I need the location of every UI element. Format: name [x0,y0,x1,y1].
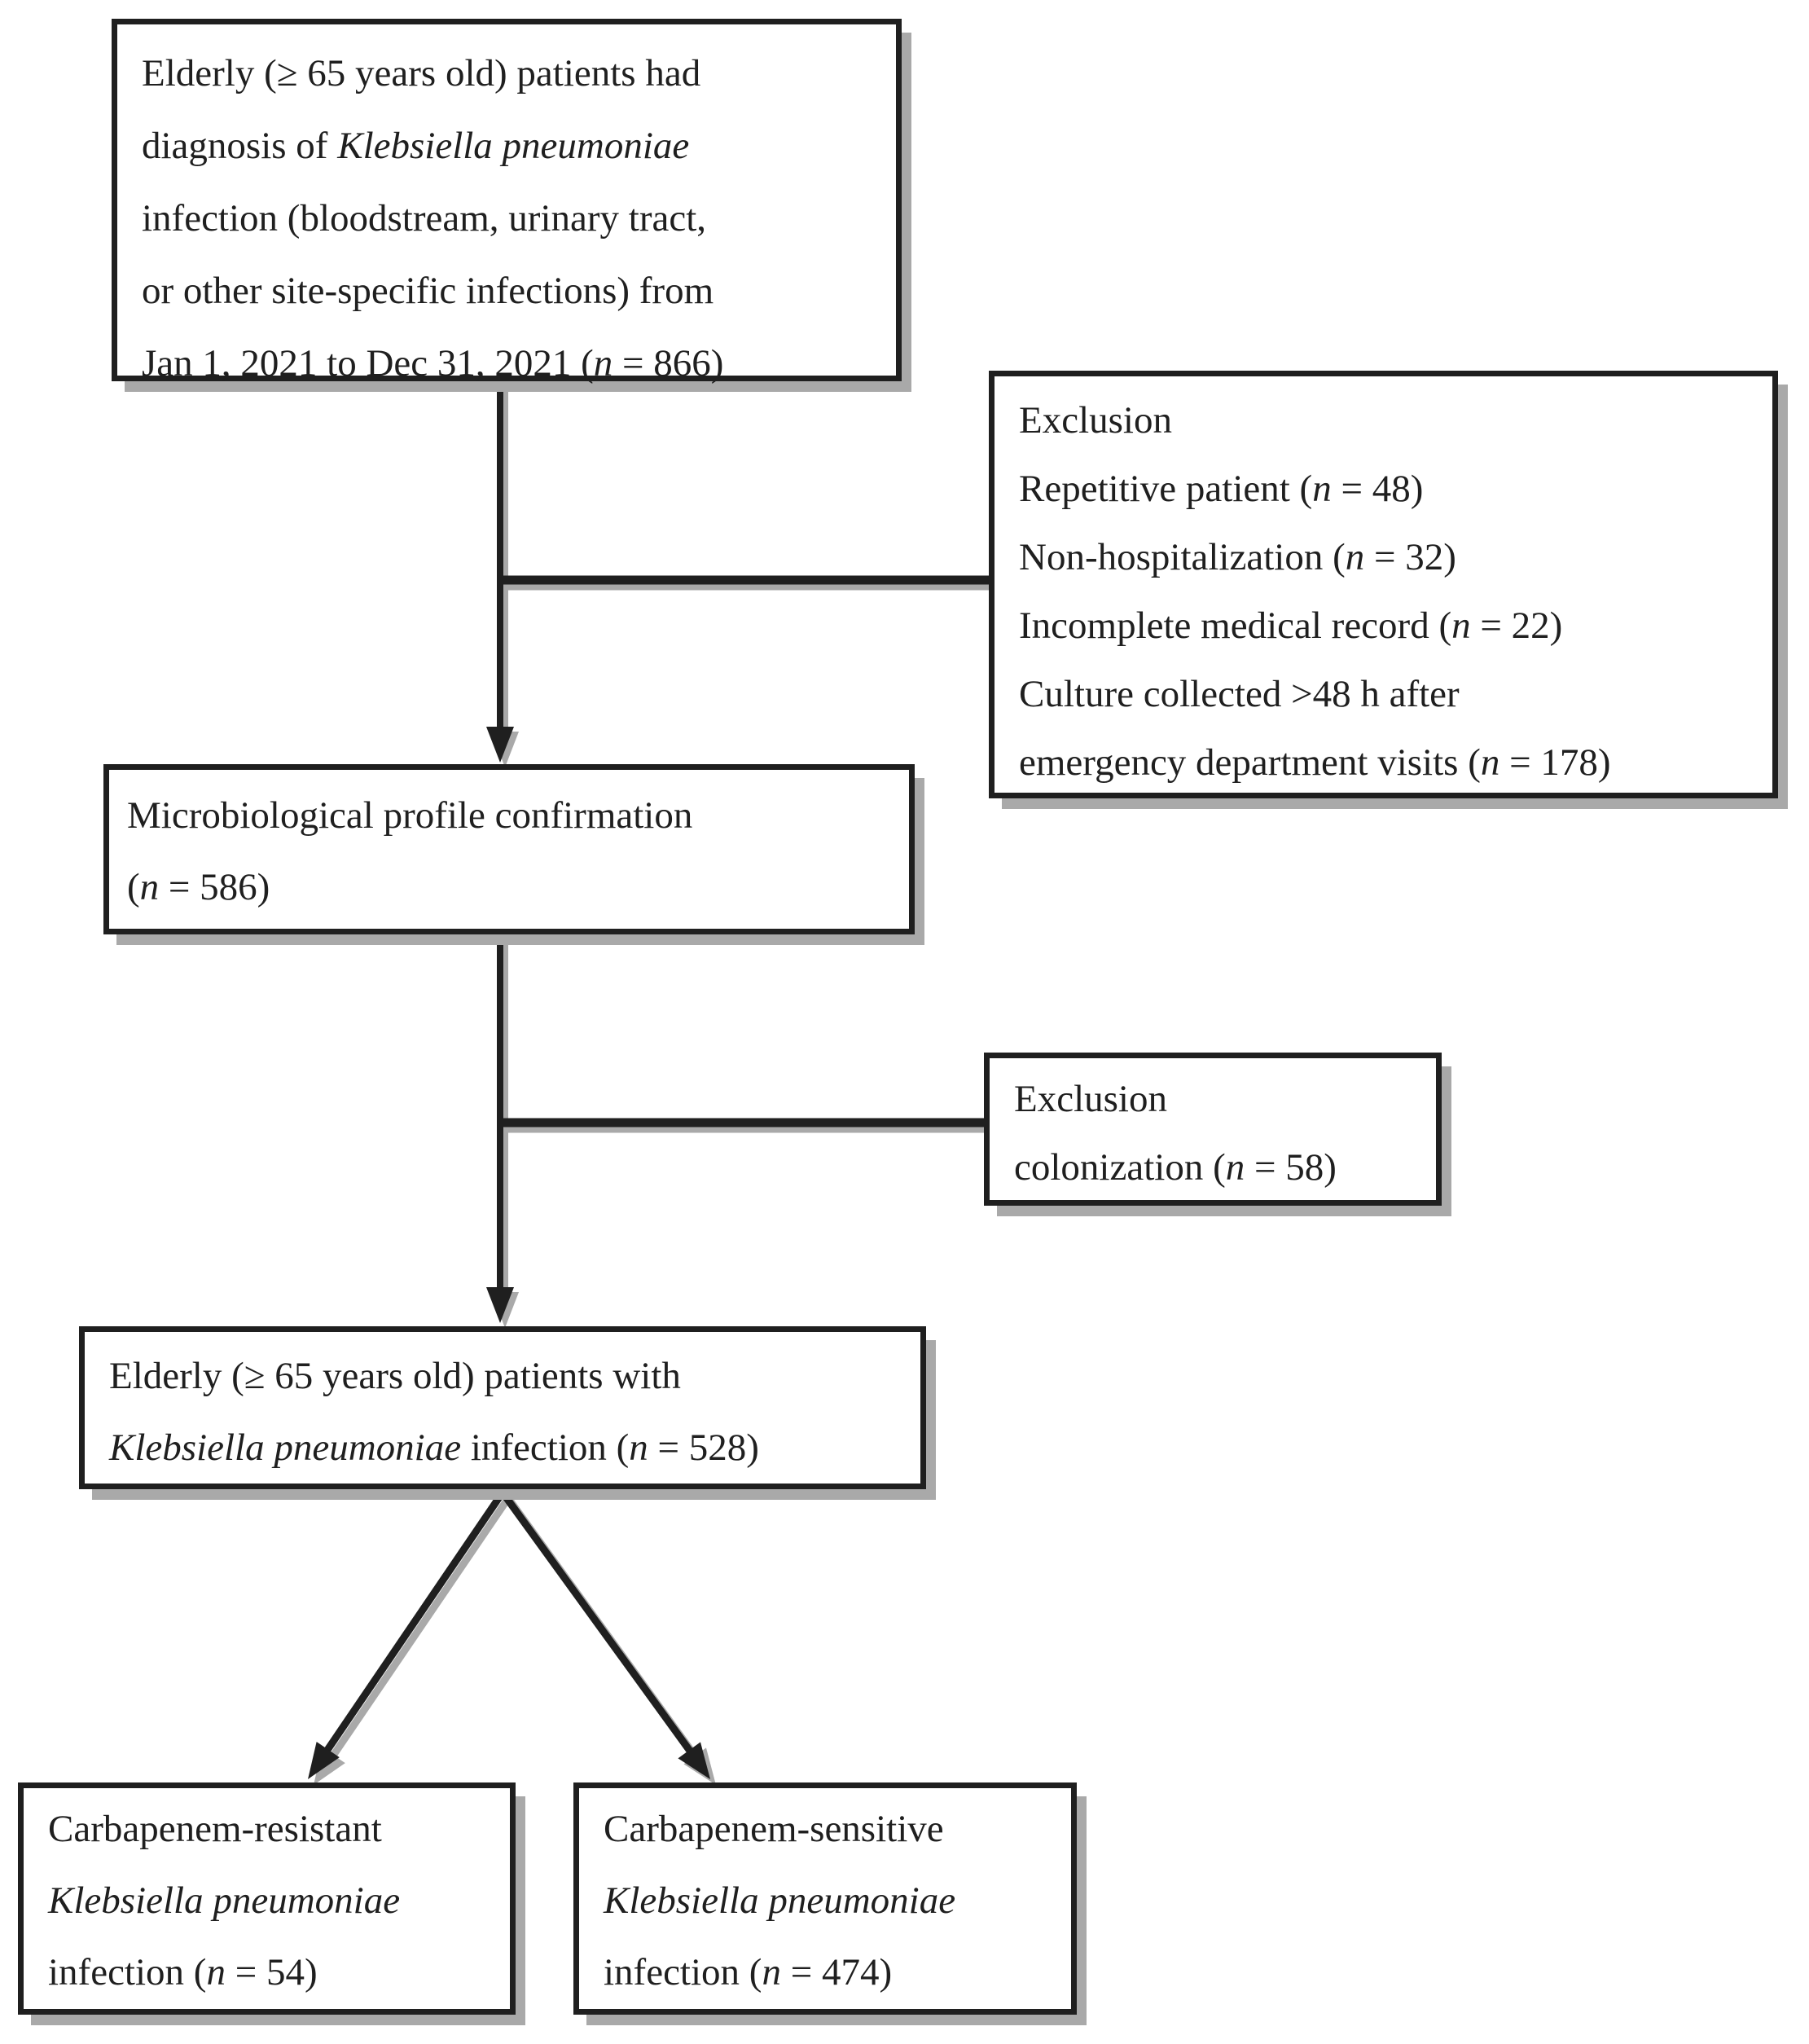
italic-text-segment: n [139,866,160,908]
text-segment: Exclusion [1014,1078,1167,1120]
text-segment: = 586) [159,866,270,908]
box-exclusion-colonization: Exclusion colonization (n = 58) [984,1053,1442,1206]
arrow-included-to-sensitive [499,1490,710,1779]
text-line: infection (n = 474) [604,1936,1061,2008]
text-segment: = 54) [225,1951,318,1993]
text-segment: emergency department visits ( [1019,741,1481,784]
text-line: Carbapenem-resistant [48,1793,500,1865]
text-line: infection (n = 54) [48,1936,500,2008]
text-line: Exclusion [1014,1065,1423,1133]
italic-text-segment: n [1225,1146,1245,1189]
text-line: (n = 586) [127,851,894,923]
italic-text-segment: Klebsiella pneumoniae [604,1879,956,1922]
italic-text-segment: n [762,1951,781,1993]
arrow-included-to-resistant [308,1490,506,1779]
text-line: or other site-specific infections) from [142,255,881,327]
text-line: Culture collected >48 h after [1019,660,1759,728]
text-segment: Elderly (≥ 65 years old) patients had [142,52,701,95]
text-line: Repetitive patient (n = 48) [1019,455,1759,523]
text-line: Microbiological profile confirmation [127,780,894,851]
text-segment: Exclusion [1019,399,1172,442]
connector-shadows [314,386,994,1785]
text-line: colonization (n = 58) [1014,1133,1423,1202]
text-line: Exclusion [1019,386,1759,455]
text-line: Klebsiella pneumoniae [48,1865,500,1936]
text-segment: = 866) [613,342,724,385]
text-line: Jan 1, 2021 to Dec 31, 2021 (n = 866) [142,327,881,400]
text-line: Incomplete medical record (n = 22) [1019,591,1759,660]
text-line: Non-hospitalization (n = 32) [1019,523,1759,591]
box-screened-patients: Elderly (≥ 65 years old) patients had dia… [112,19,902,385]
italic-text-segment: Klebsiella pneumoniae [109,1426,462,1469]
box-microbiological-confirmation: Microbiological profile confirmation (n =… [103,764,915,934]
text-segment: infection ( [48,1951,207,1993]
text-line: Klebsiella pneumoniae [604,1865,1061,1936]
text-segment: Elderly (≥ 65 years old) patients with [109,1355,681,1397]
text-segment: = 178) [1499,741,1611,784]
text-segment: Culture collected >48 h after [1019,673,1460,715]
text-line: emergency department visits (n = 178) [1019,728,1759,797]
text-segment: ( [127,866,140,908]
italic-text-segment: n [206,1951,226,1993]
text-segment: Repetitive patient ( [1019,468,1313,510]
text-line: diagnosis of Klebsiella pneumoniae [142,110,881,182]
text-segment: colonization ( [1014,1146,1226,1189]
text-line: infection (bloodstream, urinary tract, [142,182,881,255]
text-segment: infection ( [461,1426,630,1469]
arrow-screened-to-confirmation [486,381,514,763]
italic-text-segment: n [1480,741,1500,784]
text-segment: Non-hospitalization ( [1019,536,1346,578]
text-segment: Incomplete medical record ( [1019,604,1452,647]
text-line: Klebsiella pneumoniae infection (n = 528… [109,1412,906,1484]
italic-text-segment: n [1345,536,1365,578]
text-segment: Jan 1, 2021 to Dec 31, 2021 ( [142,342,594,385]
text-segment: infection (bloodstream, urinary tract, [142,197,706,240]
text-segment: Carbapenem-resistant [48,1808,382,1850]
arrow-confirmation-to-included [486,934,514,1323]
italic-text-segment: n [1312,468,1332,510]
text-segment: = 474) [780,1951,893,1993]
text-line: Elderly (≥ 65 years old) patients with [109,1340,906,1412]
text-segment: = 58) [1245,1146,1337,1189]
text-segment: = 528) [648,1426,759,1469]
italic-text-segment: Klebsiella pneumoniae [337,125,690,167]
text-segment: Carbapenem-sensitive [604,1808,944,1850]
text-line: Elderly (≥ 65 years old) patients had [142,37,881,110]
text-segment: = 32) [1364,536,1456,578]
italic-text-segment: Klebsiella pneumoniae [48,1879,401,1922]
italic-text-segment: n [629,1426,648,1469]
text-segment: = 48) [1331,468,1424,510]
italic-text-segment: n [593,342,613,385]
italic-text-segment: n [1451,604,1471,647]
text-segment: Microbiological profile confirmation [127,794,693,837]
text-line: Carbapenem-sensitive [604,1793,1061,1865]
text-segment: or other site-specific infections) from [142,270,714,312]
text-segment: diagnosis of [142,125,338,167]
text-segment: = 22) [1470,604,1563,647]
text-segment: infection ( [604,1951,762,1993]
